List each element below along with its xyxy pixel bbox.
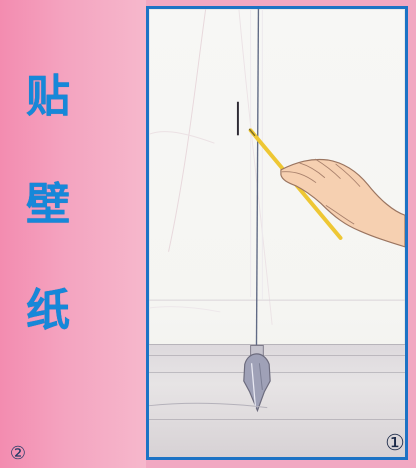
baseboard: [149, 344, 405, 457]
page-number: ②: [9, 443, 27, 464]
floor-shadow: [149, 402, 268, 409]
title-char-2: 壁: [26, 179, 70, 230]
left-title-strip: [0, 0, 146, 468]
wall-texture: [149, 9, 405, 457]
hand-icon: [280, 158, 405, 248]
baseboard-line: [149, 372, 405, 373]
illustration-artwork: [149, 9, 405, 457]
plumb-line: [255, 9, 260, 347]
baseboard-line: [149, 355, 405, 356]
plumb-bob-icon: [243, 345, 271, 413]
illustration-panel: ①: [146, 6, 408, 460]
title-char-1: 贴: [26, 71, 70, 122]
title-char-3: 纸: [26, 285, 70, 336]
illustration-number: ①: [385, 431, 405, 456]
baseboard-line: [149, 419, 405, 420]
